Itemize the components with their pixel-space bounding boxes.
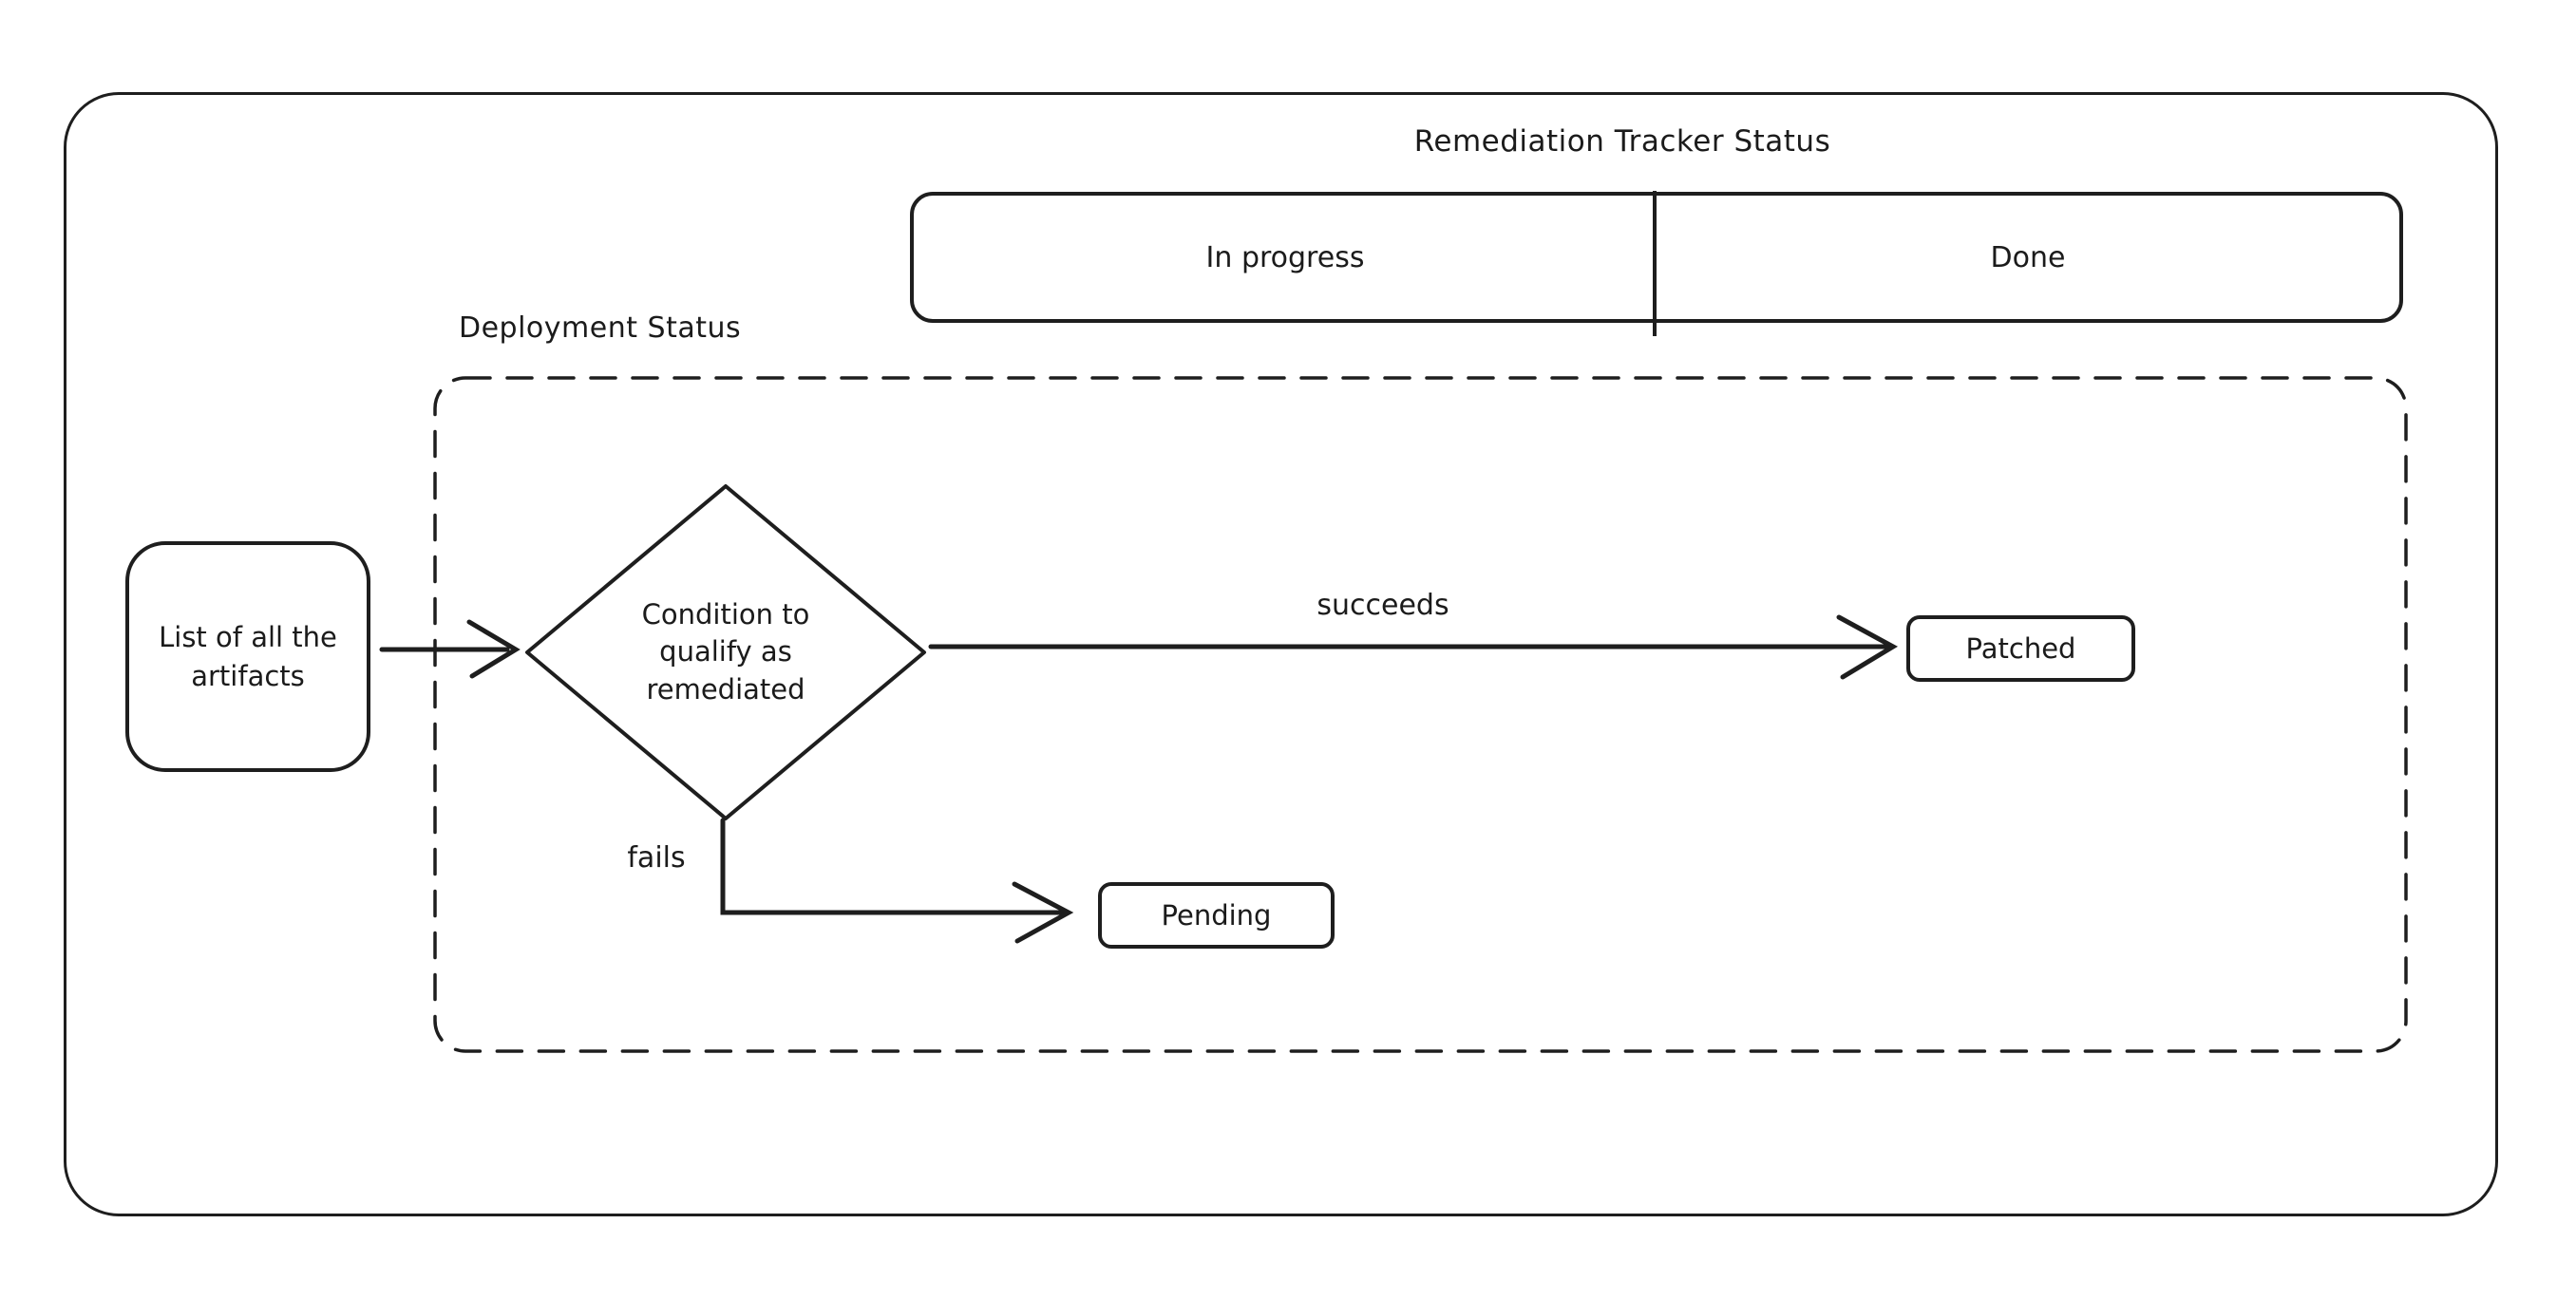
tracker-status-box: In progress Done (910, 192, 2403, 323)
outer-frame (64, 92, 2498, 1216)
patched-node: Patched (1906, 615, 2135, 682)
tracker-cell-done-label: Done (1990, 240, 2066, 274)
diagram-title: Remediation Tracker Status (1413, 124, 1831, 159)
deployment-status-label: Deployment Status (459, 311, 742, 345)
succeeds-label: succeeds (1316, 589, 1449, 622)
tracker-cell-in-progress: In progress (914, 196, 1657, 319)
tracker-cell-done: Done (1657, 196, 2399, 319)
pending-node-label: Pending (1161, 899, 1272, 932)
artifacts-node: List of all the artifacts (125, 541, 370, 772)
artifacts-node-label: List of all the artifacts (159, 621, 337, 692)
tracker-divider (1653, 191, 1657, 336)
pending-node: Pending (1098, 882, 1335, 949)
patched-node-label: Patched (1965, 632, 2076, 665)
condition-diamond-label: Condition to qualify as remediated (641, 598, 810, 706)
tracker-cell-in-progress-label: In progress (1205, 240, 1365, 274)
fails-label: fails (627, 841, 686, 875)
